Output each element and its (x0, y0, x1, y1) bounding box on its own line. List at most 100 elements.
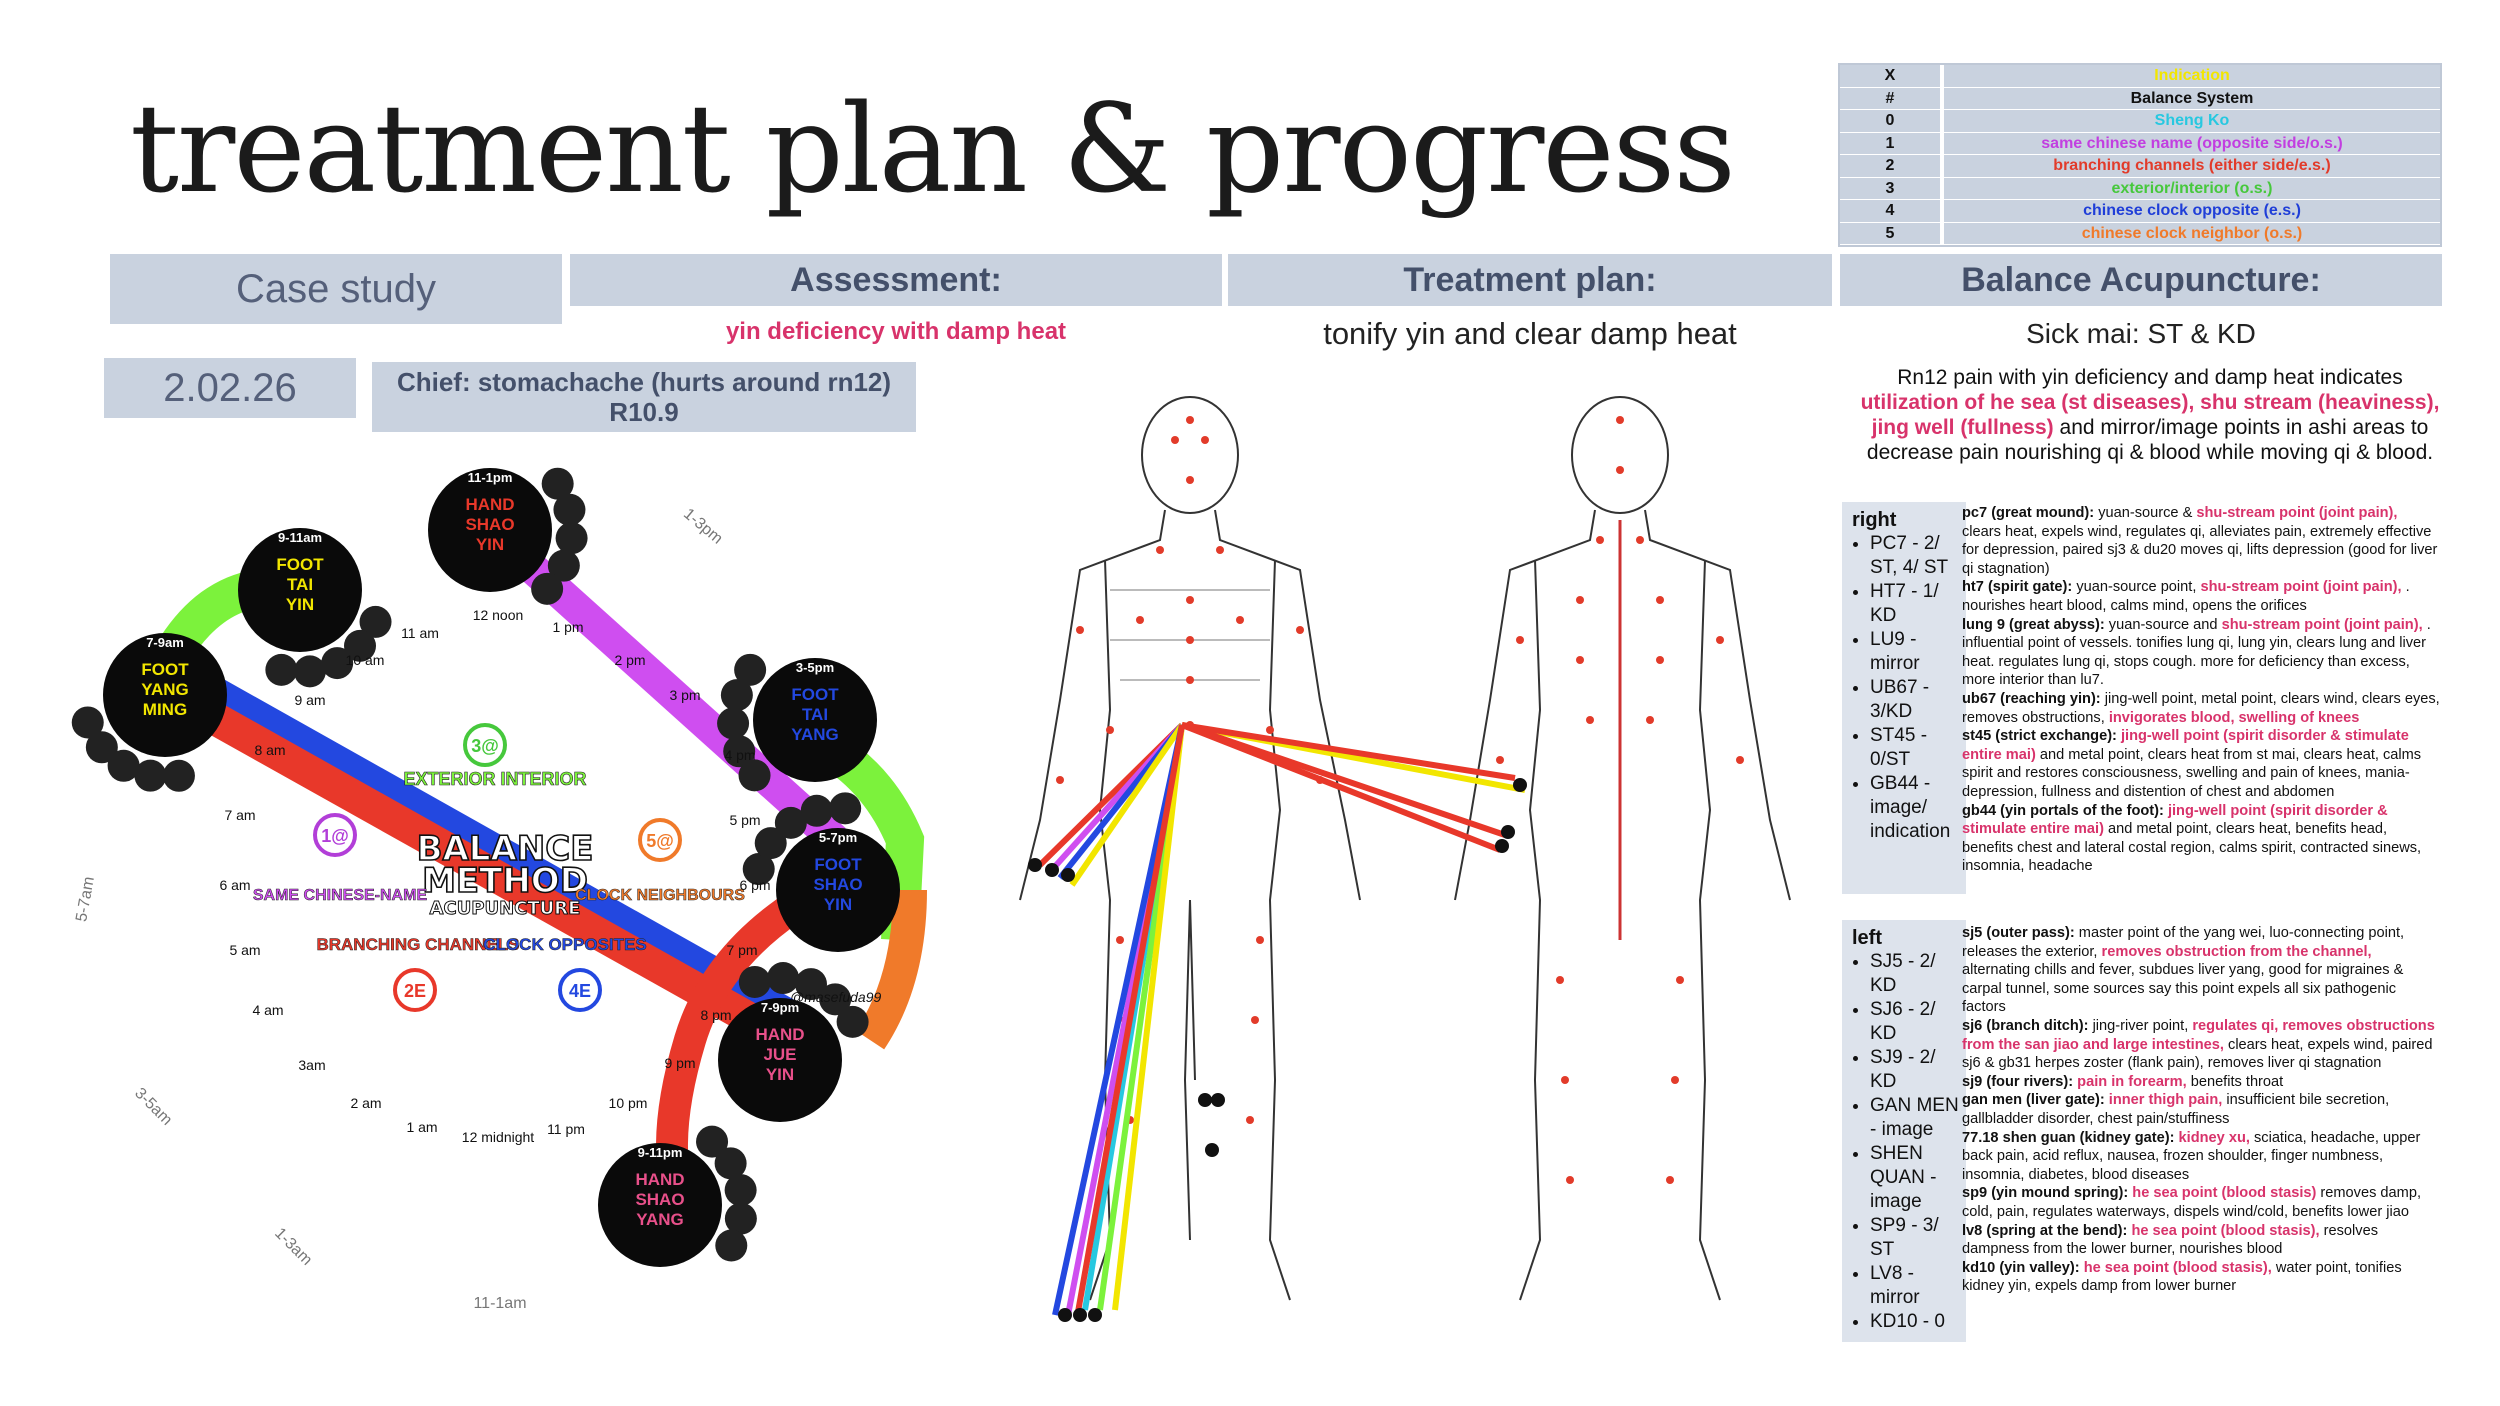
left-point-note: sj5 (outer pass): master point of the ya… (1962, 924, 2440, 1017)
balance-header: Balance Acupuncture: (1840, 254, 2442, 306)
hour-label: 11 am (401, 625, 439, 641)
hour-label: 4 am (252, 1002, 283, 1018)
legend-label: chinese clock neighbor (o.s.) (1944, 222, 2440, 245)
note-h: jing-well point (spirit disorder & stimu… (1962, 802, 2388, 838)
clock-node-ornament (343, 629, 376, 662)
clock-node-ornament (723, 735, 756, 768)
system-3-circle (463, 723, 507, 767)
acupoint-dot (1576, 596, 1584, 604)
note-h: invigorates blood, swelling of knees (2108, 709, 2360, 726)
system-4: CLOCK OPPOSITES 4E (483, 935, 647, 1012)
acupoint-dot (1236, 616, 1244, 624)
acupoint-dot (1201, 436, 1209, 444)
acupoint-dot (1586, 716, 1594, 724)
clock-node-ornament (321, 647, 354, 680)
description-highlight: utilization of he sea (st diseases), shu… (1860, 391, 2440, 439)
needle-marker (1513, 778, 1527, 792)
clock-node-label: YIN (476, 535, 504, 554)
clock-node-label: FOOT (276, 555, 324, 574)
right-point-item: PC7 - 2/ ST, 4/ ST (1870, 532, 1960, 580)
clock-node-circle (776, 828, 900, 952)
blue-channel (179, 660, 796, 1020)
clock-node-label: FOOT (814, 855, 862, 874)
left-point-list: left SJ5 - 2/ KDSJ6 - 2/ KDSJ9 - 2/ KDGA… (1842, 920, 1966, 1342)
acupoint-dots (1056, 416, 1744, 1184)
signature: @masefuda99 (790, 989, 881, 1005)
clock-node-label: TAI (802, 705, 828, 724)
right-point-item: LU9 - mirror (1870, 628, 1960, 676)
left-point-note: lv8 (spring at the bend): he sea point (… (1962, 1222, 2440, 1259)
right-point-item: ST45 - 0/ST (1870, 724, 1960, 772)
needle-marker (1205, 1143, 1219, 1157)
acupoint-dot (1566, 1176, 1574, 1184)
note-h: shu-stream point (joint pain), (2221, 616, 2423, 633)
note-name: lv8 (spring at the bend): (1962, 1222, 2128, 1239)
outer-time-label: 1-3pm (680, 505, 726, 547)
note-b: clears heat, expels wind, paired sj6 & g… (1962, 1036, 2433, 1072)
description-intro: Rn12 pain with yin deficiency and damp h… (1897, 366, 2403, 389)
note-name: ub67 (reaching yin): (1962, 690, 2101, 707)
acupoint-dot (1076, 626, 1084, 634)
legend-label: branching channels (either side/e.s.) (1944, 155, 2440, 178)
left-point-item: SJ9 - 2/ KD (1870, 1046, 1960, 1094)
note-a: yuan-source & (2098, 505, 2193, 521)
note-a: master point of the yang wei, luo-connec… (1962, 925, 2405, 960)
needle-marker (1211, 1093, 1225, 1107)
system-1-num: 1@ (321, 826, 349, 846)
line-left-leg-red (1075, 724, 1185, 1313)
hour-label: 6 pm (739, 877, 770, 893)
front-head (1141, 396, 1239, 514)
clock-node-label: SHAO (635, 1190, 684, 1209)
clock-node-label: YANG (791, 725, 839, 744)
left-point-item: SP9 - 3/ ST (1870, 1214, 1960, 1262)
outer-time-label: 5-7am (73, 875, 98, 923)
clock-node-ornament (293, 655, 326, 688)
back-torso-legs (1519, 559, 1721, 1301)
left-title: left (1852, 927, 1882, 949)
hour-label: 8 pm (700, 1007, 731, 1023)
hour-label: 10 am (346, 652, 385, 668)
clock-node-ornament (774, 806, 807, 839)
hour-label: 1 pm (552, 619, 583, 635)
note-b: clears heat, expels wind, regulates qi, … (1962, 523, 2438, 577)
balance-value: Sick mai: ST & KD (2026, 318, 2256, 349)
page-title: treatment plan & progress (130, 78, 1736, 220)
note-name: kd10 (yin valley): (1962, 1259, 2080, 1276)
clock-node-ornament (754, 827, 787, 860)
legend-label: chinese clock opposite (e.s.) (1944, 200, 2440, 223)
legend-label: Balance System (1944, 87, 2440, 110)
right-point-item: GB44 - image/ indication (1870, 772, 1960, 844)
hour-label: 10 pm (609, 1095, 648, 1111)
line-right-red-3 (1180, 722, 1502, 853)
clock-node-ornament (767, 962, 800, 995)
hour-label: 5 pm (729, 812, 760, 828)
acupoint-dot (1186, 636, 1194, 644)
legend-key: 3 (1840, 177, 1940, 200)
acupoint-dot (1106, 726, 1114, 734)
note-b: sciatica, headache, upper back pain, aci… (1962, 1129, 2421, 1183)
hour-label: 7 am (224, 807, 255, 823)
clock-node-ornament (553, 493, 586, 526)
line-left-leg-blue (1052, 724, 1185, 1316)
clock-node-ornament (696, 1125, 729, 1158)
clock-node-ornament (738, 759, 771, 792)
system-2: BRANCHING CHANNELS 2E (316, 935, 520, 1012)
clock-node-time: 9-11am (278, 530, 322, 545)
clock-node-label: MING (143, 700, 187, 719)
hour-label: 3 pm (669, 687, 700, 703)
left-point-note: kd10 (yin valley): he sea point (blood s… (1962, 1259, 2440, 1296)
note-name: lung 9 (great abyss): (1962, 616, 2105, 633)
legend-key: 5 (1840, 222, 1940, 245)
system-3-num: 3@ (471, 736, 499, 756)
hour-label: 11 pm (547, 1121, 585, 1137)
description-outro: and mirror/image points in ashi areas to… (1866, 416, 2434, 464)
system-5: 5@ CLOCK NEIGHBOURS (575, 818, 745, 904)
right-point-list: right PC7 - 2/ ST, 4/ STHT7 - 1/ KDLU9 -… (1842, 502, 1966, 894)
note-h: kidney xu, (2178, 1129, 2250, 1146)
system-2-text: BRANCHING CHANNELS (316, 935, 519, 954)
hour-label: 12 midnight (462, 1129, 534, 1145)
hour-label: 4 pm (724, 747, 755, 763)
system-5-text: CLOCK NEIGHBOURS (575, 887, 745, 904)
